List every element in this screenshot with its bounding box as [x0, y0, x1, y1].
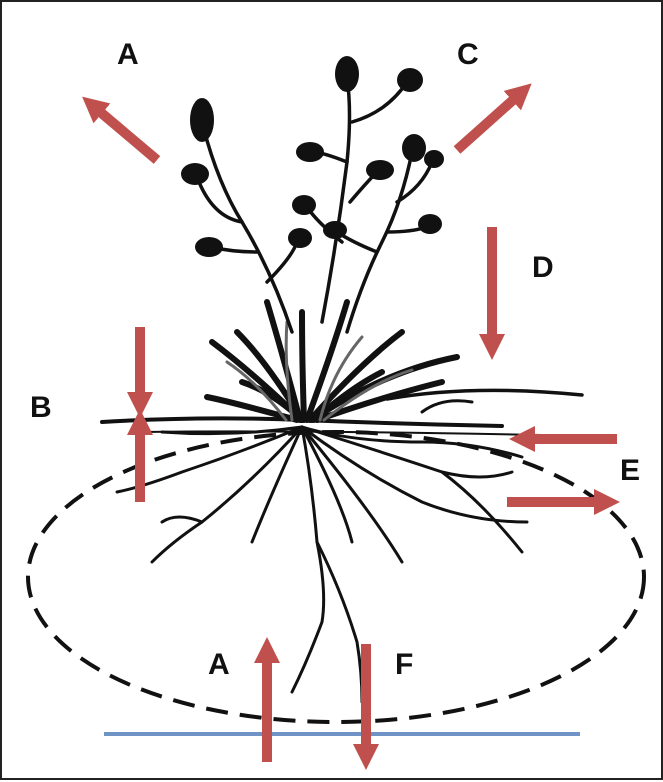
roots-icon	[117, 401, 527, 702]
label-a-top: A	[117, 38, 139, 71]
label-f: F	[395, 648, 413, 681]
arrow-a-top	[92, 105, 157, 160]
label-c: C	[457, 38, 479, 71]
arrows	[92, 92, 617, 762]
root-zone-ellipse	[28, 432, 644, 722]
label-e: E	[620, 454, 640, 487]
label-b: B	[30, 391, 52, 424]
plant-icon	[181, 56, 457, 420]
label-d: D	[532, 251, 554, 284]
arrow-c	[457, 92, 522, 150]
label-a-bottom: A	[208, 648, 230, 681]
